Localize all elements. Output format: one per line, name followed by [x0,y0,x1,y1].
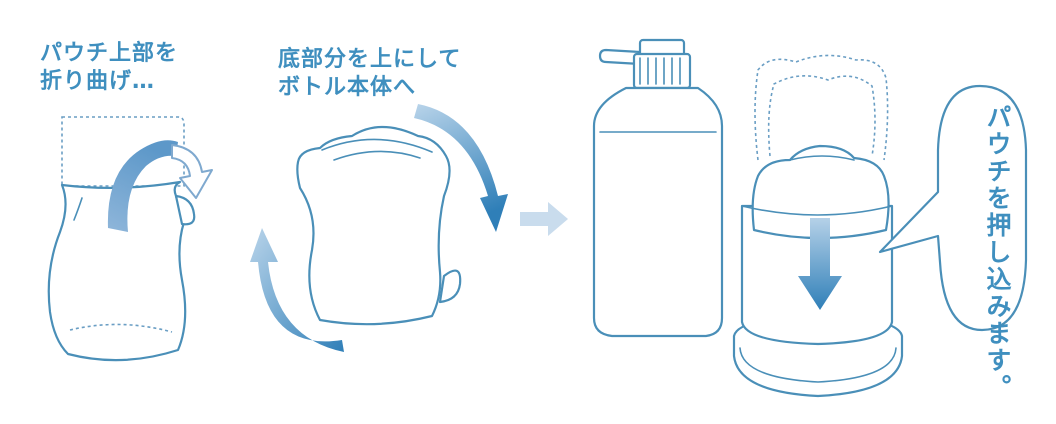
bottle-cap [632,52,692,90]
step1-label: パウチ上部を 折り曲げ… [40,40,178,96]
pouch-step2 [250,104,508,352]
push-instruction-text: パウチを押し込みます。 [983,104,1012,401]
pouch-dashed-inner [767,75,876,157]
flipped-pouch-gusset [438,269,462,304]
pouch-inserted-edge [789,155,855,161]
pouch-side-gusset [174,194,196,226]
refill-container-rim [741,205,893,216]
step2-label-line2: ボトル本体へ [278,75,417,100]
next-step-arrow-icon [520,202,568,236]
pouch-step1 [47,116,213,362]
rotate-arrow-icon [414,104,508,232]
step1-label-line1: パウチ上部を [40,41,179,66]
speech-bubble [878,84,1028,332]
cap-ridges [639,57,681,85]
pump-bottle [592,38,724,338]
push-down-arrow-icon [798,218,842,310]
step2-label: 底部分を上にして ボトル本体へ [278,46,461,102]
rotate-arrow-left-icon [250,228,344,352]
pouch-dashed-top [754,54,889,161]
bottle-body [592,86,724,338]
fold-arrow-icon [107,140,178,232]
pump-nozzle [598,48,642,66]
flipped-pouch-body [296,126,451,326]
pouch-inserted [751,144,890,240]
pouch-crease [73,197,83,221]
pouch-fold-dashed-outline [61,116,185,187]
flipped-pouch-top-edge [321,138,433,153]
refill-base-ring [739,347,897,383]
refill-bottle [732,54,904,398]
fold-arrow-head-icon [171,144,213,199]
step1-label-line2: 折り曲げ… [40,69,156,94]
pouch-bottom-dashed [69,323,173,333]
flipped-pouch-inner-edge [333,150,421,161]
pouch-body [47,180,187,362]
step2-label-line1: 底部分を上にして [278,47,462,72]
